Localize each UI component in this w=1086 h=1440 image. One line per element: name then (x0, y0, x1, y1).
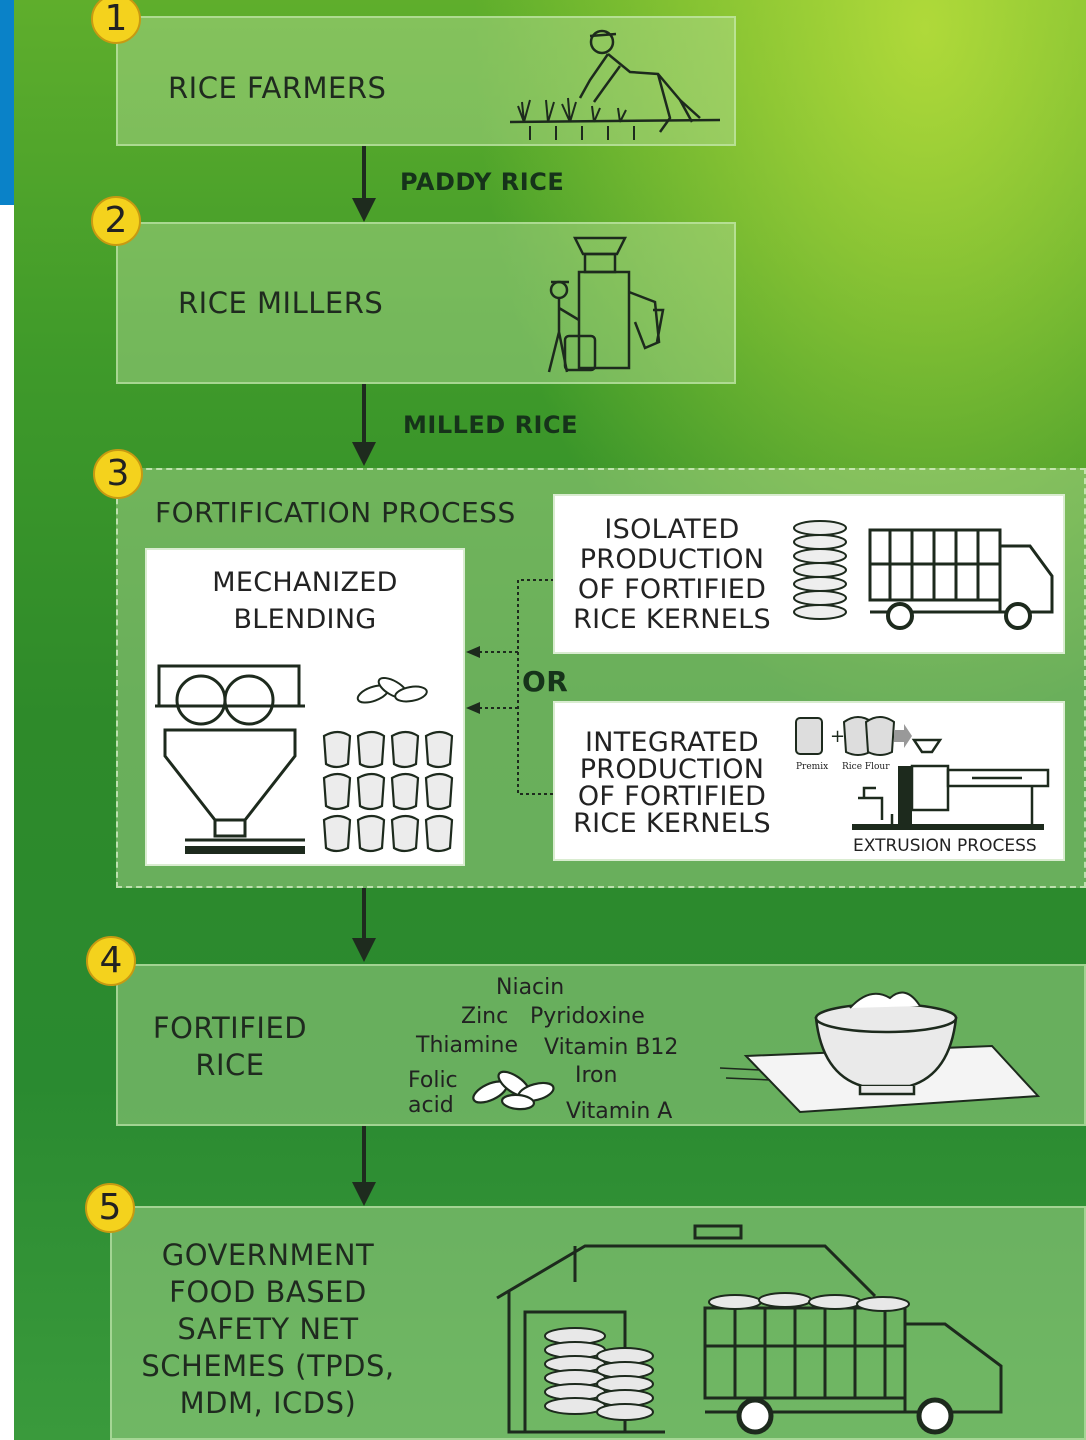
farmer-icon (509, 29, 721, 140)
side-margin (0, 205, 14, 1440)
premix-and-flour-icon: + (795, 716, 912, 756)
nutrient-niacin: Niacin (496, 975, 565, 1000)
arrow-milled (352, 384, 376, 466)
rice-flour-label: Rice Flour (842, 762, 890, 772)
integrated-line-1: INTEGRATED (584, 727, 760, 758)
extrusion-caption: EXTRUSION PROCESS (853, 836, 1037, 856)
side-accent-bar (0, 0, 14, 205)
blending-title-2: BLENDING (233, 604, 377, 635)
nutrient-pyridoxine: Pyridoxine (530, 1004, 645, 1029)
rice-mill-icon (547, 236, 665, 373)
premix-label: Premix (796, 762, 829, 772)
step-2-badge: 2 (91, 196, 141, 246)
gov-line-5: MDM, ICDS) (179, 1386, 357, 1420)
step-3-badge: 3 (93, 449, 143, 499)
step-2-label: RICE MILLERS (178, 286, 384, 320)
integrated-line-2: PRODUCTION (579, 754, 765, 785)
arrow-to-schemes (352, 1126, 376, 1206)
step-1-badge: 1 (91, 0, 141, 44)
svg-text:+: + (830, 726, 845, 747)
rice-bowl-icon (719, 991, 1041, 1114)
isolated-line-3: OF FORTIFIED (577, 574, 767, 605)
step-2-box (116, 222, 736, 384)
gov-line-4: SCHEMES (TPDS, (141, 1349, 395, 1383)
integrated-line-4: RICE KERNELS (573, 808, 771, 839)
or-label: OR (522, 665, 569, 698)
isolated-line-2: PRODUCTION (579, 544, 765, 575)
truck-with-sacks-icon (793, 520, 1054, 630)
arrow-to-fortified (352, 888, 376, 962)
isolated-line-1: ISOLATED (604, 514, 740, 545)
step-4-badge: 4 (86, 936, 136, 986)
gov-line-2: FOOD BASED (169, 1275, 367, 1309)
dotted-connector (466, 579, 554, 795)
paddy-rice-label: PADDY RICE (400, 168, 565, 196)
rice-grains-icon (472, 1070, 555, 1111)
nutrient-folic-1: Folic (408, 1068, 458, 1093)
nutrient-vitamin-a: Vitamin A (566, 1099, 673, 1124)
extruder-machine-icon (852, 738, 1050, 830)
fortified-label-2: RICE (195, 1048, 265, 1082)
gov-line-3: SAFETY NET (177, 1312, 359, 1346)
nutrient-folic-2: acid (408, 1093, 454, 1118)
blender-machine-icon (155, 664, 305, 854)
rice-sacks-icon (322, 730, 454, 853)
fortified-label-1: FORTIFIED (152, 1011, 308, 1045)
step-1-box (116, 16, 736, 146)
warehouse-and-truck-icon (496, 1224, 1003, 1435)
nutrient-thiamine: Thiamine (416, 1033, 518, 1058)
milled-rice-label: MILLED RICE (403, 411, 578, 439)
nutrient-iron: Iron (575, 1063, 618, 1088)
arrow-paddy (352, 146, 376, 222)
nutrient-vitamin-b12: Vitamin B12 (544, 1035, 679, 1060)
isolated-line-4: RICE KERNELS (573, 604, 771, 635)
rice-grain-icon (356, 676, 428, 704)
blending-title-1: MECHANIZED (212, 567, 398, 598)
step-1-label: RICE FARMERS (168, 71, 387, 105)
gov-line-1: GOVERNMENT (161, 1238, 375, 1272)
nutrient-zinc: Zinc (461, 1004, 509, 1029)
step-5-badge: 5 (85, 1183, 135, 1233)
step-3-label: FORTIFICATION PROCESS (155, 496, 516, 529)
integrated-line-3: OF FORTIFIED (577, 781, 767, 812)
